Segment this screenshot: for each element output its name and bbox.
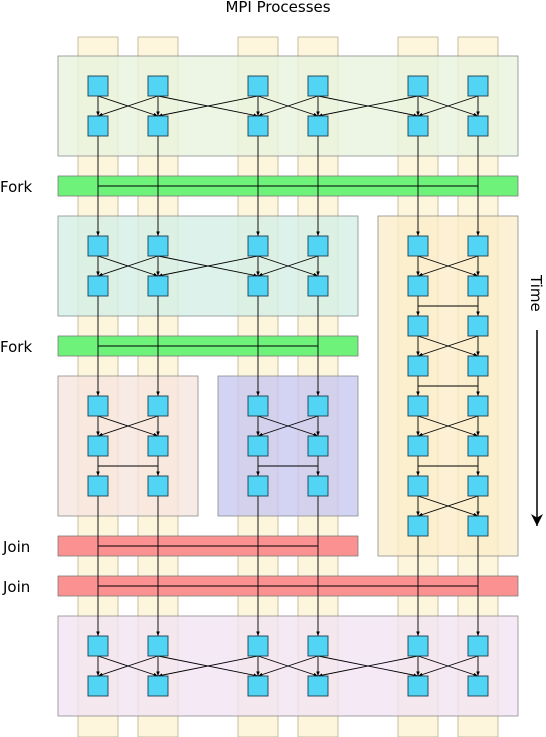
node-top-p1-r1	[87, 75, 109, 97]
node-top-p3-r1	[247, 75, 269, 97]
node-top-p6-r2	[467, 115, 489, 137]
node-bottom-p1-r2	[87, 675, 109, 697]
node-top-p3-r2	[247, 115, 269, 137]
edge-b-xb	[257, 415, 319, 437]
fork-label-1: Fork	[0, 178, 32, 196]
edge-top-x4b	[417, 95, 479, 117]
node-ab-p1-r2	[87, 435, 109, 457]
node-top-p6-r1	[467, 75, 489, 97]
node-bottom-p6-r1	[467, 635, 489, 657]
node-mid-p1-r1	[87, 235, 109, 257]
node-bottom-p1-r1	[87, 635, 109, 657]
node-right-p6-r1	[467, 235, 489, 257]
node-ab-p4-r2	[307, 435, 329, 457]
node-mid-p4-r1	[307, 235, 329, 257]
edge-top-x0b	[97, 95, 159, 117]
node-bottom-p4-r2	[307, 675, 329, 697]
group-b	[217, 375, 359, 517]
node-right-p5-r6	[407, 435, 429, 457]
time-axis-label: Time	[527, 274, 545, 312]
node-bottom-p6-r2	[467, 675, 489, 697]
node-right-p6-r6	[467, 435, 489, 457]
edge-bot-x0b	[97, 655, 159, 677]
edge-mid-x0b	[97, 255, 159, 277]
node-top-p5-r1	[407, 75, 429, 97]
node-right-p6-r2	[467, 275, 489, 297]
node-mid-p4-r2	[307, 275, 329, 297]
diagram-title: MPI Processes	[225, 0, 330, 16]
node-ab-p1-r1	[87, 395, 109, 417]
node-ab-p3-r1	[247, 395, 269, 417]
node-right-p5-r1	[407, 235, 429, 257]
group-a	[57, 375, 199, 517]
edge-bot-x1b	[157, 655, 259, 677]
node-bottom-p4-r1	[307, 635, 329, 657]
node-bottom-p5-r2	[407, 675, 429, 697]
edge-bot-x3b	[317, 655, 419, 677]
edge-right-x4b	[417, 415, 479, 437]
node-bottom-p5-r1	[407, 635, 429, 657]
node-mid-p3-r2	[247, 275, 269, 297]
node-right-p6-r4	[467, 355, 489, 377]
node-ab-p1-r3	[87, 475, 109, 497]
node-ab-p2-r1	[147, 395, 169, 417]
node-right-p5-r4	[407, 355, 429, 377]
node-ab-p2-r2	[147, 435, 169, 457]
edge-top-x1b	[157, 95, 259, 117]
edge-top-x2b	[257, 95, 319, 117]
node-top-p1-r2	[87, 115, 109, 137]
node-right-p5-r8	[407, 515, 429, 537]
node-right-p6-r3	[467, 315, 489, 337]
node-top-p2-r1	[147, 75, 169, 97]
edge-right-x6b	[417, 495, 479, 517]
node-right-p6-r8	[467, 515, 489, 537]
node-right-p5-r2	[407, 275, 429, 297]
node-ab-p3-r3	[247, 475, 269, 497]
edge-bot-x2b	[257, 655, 319, 677]
edge-mid-x2b	[257, 255, 319, 277]
node-mid-p2-r2	[147, 275, 169, 297]
join-label-2: Join	[2, 578, 30, 596]
node-mid-p3-r1	[247, 235, 269, 257]
node-right-p5-r5	[407, 395, 429, 417]
node-bottom-p3-r1	[247, 635, 269, 657]
fork-label-2: Fork	[0, 338, 32, 356]
node-top-p5-r2	[407, 115, 429, 137]
join-label-1: Join	[2, 538, 30, 556]
node-bottom-p2-r1	[147, 635, 169, 657]
node-bottom-p2-r2	[147, 675, 169, 697]
edge-mid-x1b	[157, 255, 259, 277]
node-mid-p1-r2	[87, 275, 109, 297]
node-ab-p4-r3	[307, 475, 329, 497]
node-ab-p4-r1	[307, 395, 329, 417]
node-right-p6-r7	[467, 475, 489, 497]
node-right-p5-r3	[407, 315, 429, 337]
node-top-p2-r2	[147, 115, 169, 137]
edge-right-x0b	[417, 255, 479, 277]
node-right-p5-r7	[407, 475, 429, 497]
node-top-p4-r2	[307, 115, 329, 137]
edge-bot-x4b	[417, 655, 479, 677]
node-ab-p3-r2	[247, 435, 269, 457]
node-top-p4-r1	[307, 75, 329, 97]
edge-right-x2b	[417, 335, 479, 357]
node-bottom-p3-r2	[247, 675, 269, 697]
edge-top-x3b	[317, 95, 419, 117]
node-ab-p2-r3	[147, 475, 169, 497]
node-mid-p2-r1	[147, 235, 169, 257]
node-right-p6-r5	[467, 395, 489, 417]
edge-a-xb	[97, 415, 159, 437]
